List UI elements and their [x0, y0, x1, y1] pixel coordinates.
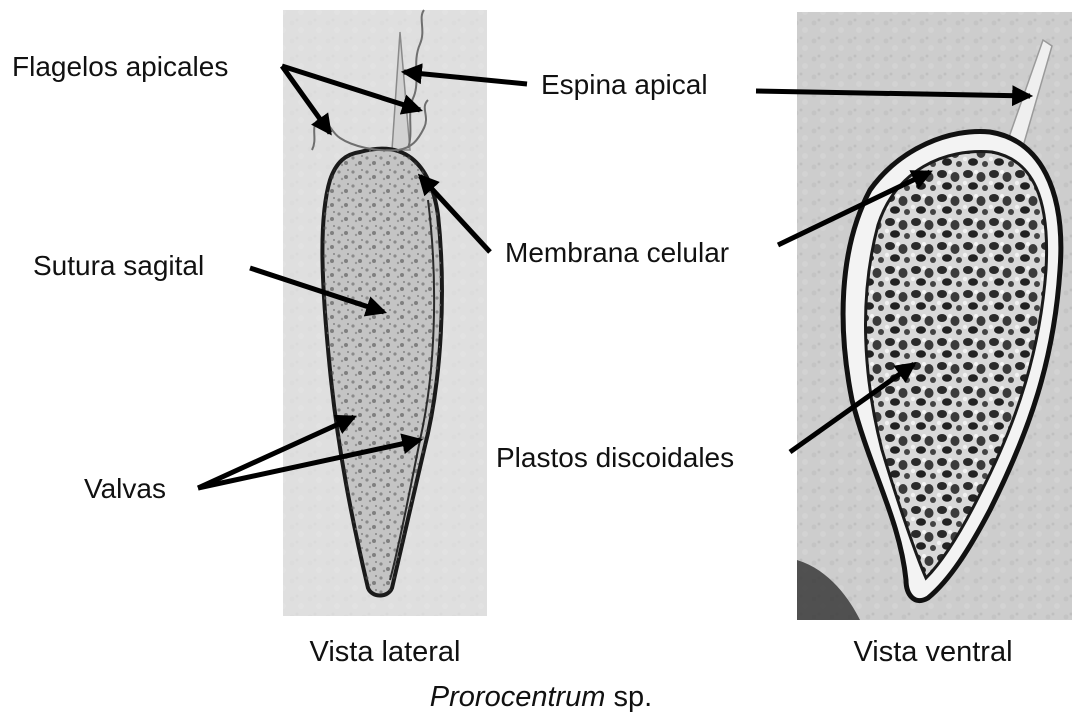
label-membrana-celular: Membrana celular [505, 237, 729, 268]
figure-title: Prorocentrum sp. [430, 681, 652, 713]
label-flagelos-apicales: Flagelos apicales [12, 51, 228, 82]
ventral-view-micrograph [797, 12, 1072, 620]
genus-name: Prorocentrum [430, 681, 606, 713]
label-espina-apical: Espina apical [541, 69, 708, 100]
label-valvas: Valvas [84, 473, 166, 504]
species-suffix: sp. [605, 681, 652, 713]
caption-vista-lateral: Vista lateral [310, 636, 461, 668]
caption-vista-ventral: Vista ventral [853, 636, 1012, 668]
label-plastos-discoidales: Plastos discoidales [496, 442, 734, 473]
label-sutura-sagital: Sutura sagital [33, 250, 204, 281]
